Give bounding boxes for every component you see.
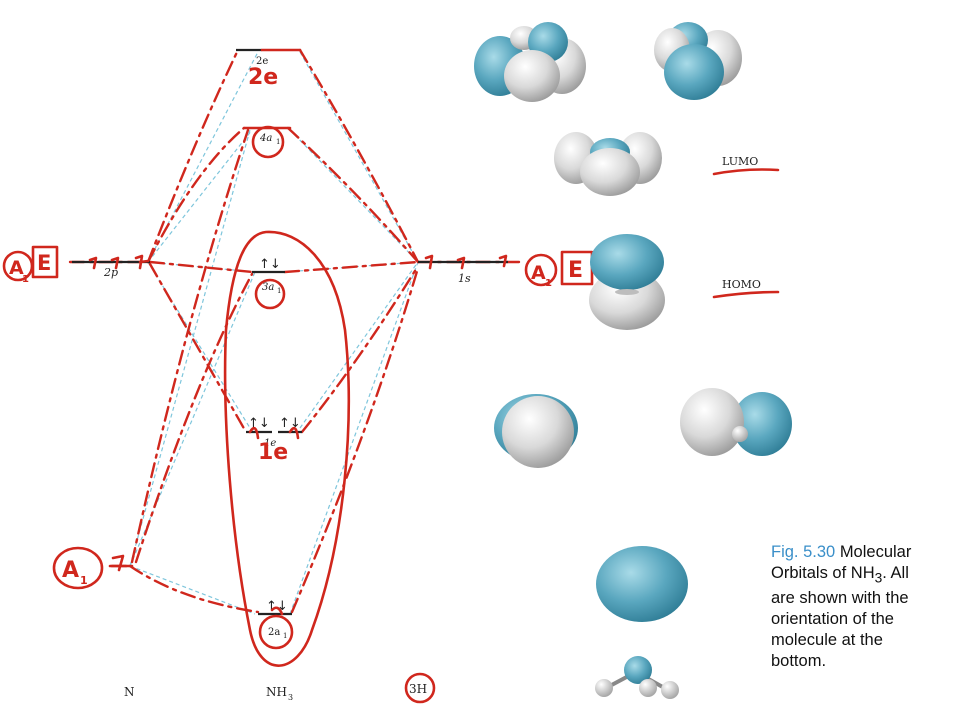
- handdrawn-connections: [68, 48, 522, 614]
- svg-text:1: 1: [283, 632, 287, 640]
- electron-pair-1e-right: ↑↓: [279, 416, 301, 431]
- electron-pair-3a1: ↑↓: [259, 257, 281, 272]
- orbital-2a1: [596, 546, 688, 622]
- column-labels: N NH 3 3H: [124, 682, 427, 702]
- correlation-lines: [129, 51, 419, 615]
- orbital-4a1-lumo: [554, 132, 662, 196]
- svg-text:1: 1: [22, 274, 29, 285]
- orbital-1e-right: [680, 388, 792, 456]
- label-nh3: NH: [266, 685, 287, 699]
- svg-text:1: 1: [545, 278, 552, 289]
- n-2p-label: 2p: [103, 266, 118, 279]
- mo-2a1-label: 2a: [268, 627, 280, 638]
- svg-text:3: 3: [288, 693, 293, 702]
- h-1s-label: 1s: [458, 272, 471, 285]
- annot-a1-lower: A: [62, 558, 79, 583]
- lumo-label: LUMO: [722, 155, 758, 168]
- orbital-1e-left: [494, 394, 578, 468]
- energy-levels: 2p 1s 2e 4a 1 3a 1 1e 2a 1: [72, 48, 508, 640]
- annot-e-left: E: [37, 251, 51, 275]
- label-3h: 3H: [409, 682, 427, 696]
- annot-1e: 1e: [258, 440, 288, 465]
- handwritten-electrons: [88, 254, 508, 616]
- svg-text:1: 1: [80, 574, 88, 587]
- nh3-molecule-model: [595, 656, 679, 699]
- frontier-labels: LUMO HOMO: [712, 155, 780, 299]
- annot-e-right: E: [568, 258, 583, 283]
- mo-3a1-label: 3a: [262, 282, 274, 293]
- annot-a1-left: A: [9, 257, 24, 279]
- annot-2e: 2e: [248, 65, 278, 90]
- svg-text:1: 1: [276, 138, 280, 146]
- a1-enclosing-loop: [223, 230, 350, 667]
- figure-number: Fig. 5.30: [771, 543, 836, 561]
- label-n: N: [124, 685, 135, 699]
- orbital-2e-left: [474, 22, 586, 102]
- annot-a1-right: A: [531, 262, 546, 284]
- orbital-2e-right: [654, 22, 742, 100]
- figure-caption: Fig. 5.30 Molecular Orbitals of NH3. All…: [771, 543, 912, 671]
- svg-text:1: 1: [277, 287, 281, 295]
- mo-4a1-label: 4a: [259, 133, 272, 144]
- symmetry-annotations: A 1 E A 1 E A 1 2e 1e: [2, 65, 594, 704]
- electron-pairs: ↑↓ ↑↓ ↑↓ ↑↓: [248, 257, 301, 614]
- mo-1e-label: 1e: [264, 438, 276, 449]
- mo-2e-label: 2e: [256, 56, 268, 67]
- homo-label: HOMO: [722, 278, 761, 291]
- orbital-3a1-homo: [589, 234, 665, 330]
